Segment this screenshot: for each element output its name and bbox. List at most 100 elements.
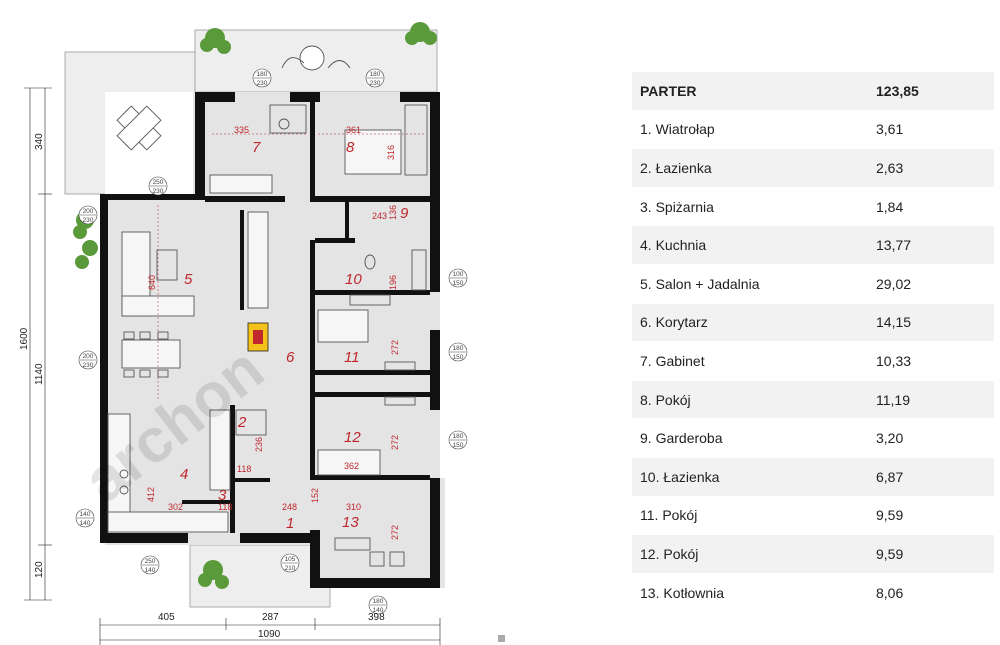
- dim-label: 272: [390, 435, 400, 450]
- fireplace: [247, 322, 269, 352]
- area-table-header: PARTER 123,85: [632, 72, 994, 111]
- room-area: 10,33: [868, 341, 994, 381]
- outer-dimensions: [24, 87, 441, 645]
- dim-left-total: 1600: [19, 327, 30, 350]
- dim-label: 362: [344, 461, 359, 471]
- window-height: 150: [453, 280, 464, 287]
- window-width: 140: [80, 511, 91, 518]
- dim-label: 136: [388, 205, 398, 220]
- room-name: 5. Salon + Jadalnia: [632, 264, 868, 304]
- room-number-12: 12: [344, 429, 361, 446]
- window-width: 180: [373, 598, 384, 605]
- window-width: 180: [453, 433, 464, 440]
- dim-label: 272: [390, 525, 400, 540]
- window-width: 250: [145, 558, 156, 565]
- interior-dimensions: 335 361 316 243 136 640 196 272 272 362 …: [146, 125, 426, 540]
- room-area: 11,19: [868, 380, 994, 420]
- room-number-1: 1: [286, 515, 294, 532]
- window-height: 230: [83, 217, 94, 224]
- dim-label: 248: [282, 502, 297, 512]
- room-name: 12. Pokój: [632, 534, 868, 574]
- room-number-7: 7: [252, 139, 261, 156]
- window-height: 230: [370, 80, 381, 87]
- window-height: 210: [285, 565, 296, 572]
- window-width: 200: [83, 353, 94, 360]
- window-width: 180: [370, 71, 381, 78]
- interior-walls: [182, 102, 430, 533]
- window-height: 140: [145, 567, 156, 574]
- terrace-table: [116, 105, 162, 151]
- room-area: 2,63: [868, 148, 994, 188]
- room-number-4: 4: [180, 466, 188, 483]
- room-area: 6,87: [868, 457, 994, 497]
- dim-label: 236: [254, 437, 264, 452]
- room-numbers: 1 2 3 4 5 6 7 8 9 10 11 12 13: [180, 139, 409, 532]
- dim-label: 412: [146, 487, 156, 502]
- dim-left-120: 120: [34, 561, 45, 578]
- window-labels: 1802301802302502302002302002301001501801…: [75, 68, 468, 615]
- window-height: 140: [80, 520, 91, 527]
- dim-label: 361: [346, 125, 361, 135]
- room-area: 8,06: [868, 573, 994, 613]
- room-name: 9. Garderoba: [632, 418, 868, 458]
- window-width: 100: [453, 271, 464, 278]
- room-area: 3,61: [868, 110, 994, 150]
- room-area: 9,59: [868, 496, 994, 536]
- window-width: 105: [285, 556, 296, 563]
- dim-label: 152: [310, 488, 320, 503]
- window-width: 180: [257, 71, 268, 78]
- window-height: 230: [153, 188, 164, 195]
- room-name: 8. Pokój: [632, 380, 868, 420]
- room-name: 4. Kuchnia: [632, 225, 868, 265]
- dim-bottom-405: 405: [158, 612, 175, 623]
- floor-total-area: 123,85: [868, 72, 994, 111]
- room-name: 13. Kotłownia: [632, 573, 868, 613]
- room-name: 6. Korytarz: [632, 303, 868, 343]
- room-number-9: 9: [400, 205, 409, 222]
- dim-label: 118: [237, 464, 251, 474]
- dim-label: 310: [346, 502, 361, 512]
- floor-plan: 1 2 3 4 5 6 7 8 9 10 11 12 13 335 361 31…: [19, 22, 505, 645]
- window-height: 150: [453, 442, 464, 449]
- room-number-3: 3: [218, 487, 227, 504]
- dim-label: 243: [372, 211, 387, 221]
- window-width: 200: [83, 208, 94, 215]
- room-number-5: 5: [184, 271, 193, 288]
- room-name: 10. Łazienka: [632, 457, 868, 497]
- room-name: 11. Pokój: [632, 496, 868, 536]
- dim-bottom-398: 398: [368, 612, 385, 623]
- room-number-8: 8: [346, 139, 355, 156]
- room-name: 2. Łazienka: [632, 148, 868, 188]
- room-number-10: 10: [345, 271, 362, 288]
- room-name: 3. Spiżarnia: [632, 187, 868, 227]
- room-area: 3,20: [868, 418, 994, 458]
- dim-label: 640: [147, 275, 157, 290]
- dim-label: 118: [218, 502, 232, 512]
- room-area: 29,02: [868, 264, 994, 304]
- dim-label: 302: [168, 502, 183, 512]
- dim-label: 196: [388, 275, 398, 290]
- room-number-13: 13: [342, 514, 359, 531]
- window-height: 230: [83, 362, 94, 369]
- dim-label: 335: [234, 125, 249, 135]
- dim-label: 272: [390, 340, 400, 355]
- furniture: [107, 45, 428, 567]
